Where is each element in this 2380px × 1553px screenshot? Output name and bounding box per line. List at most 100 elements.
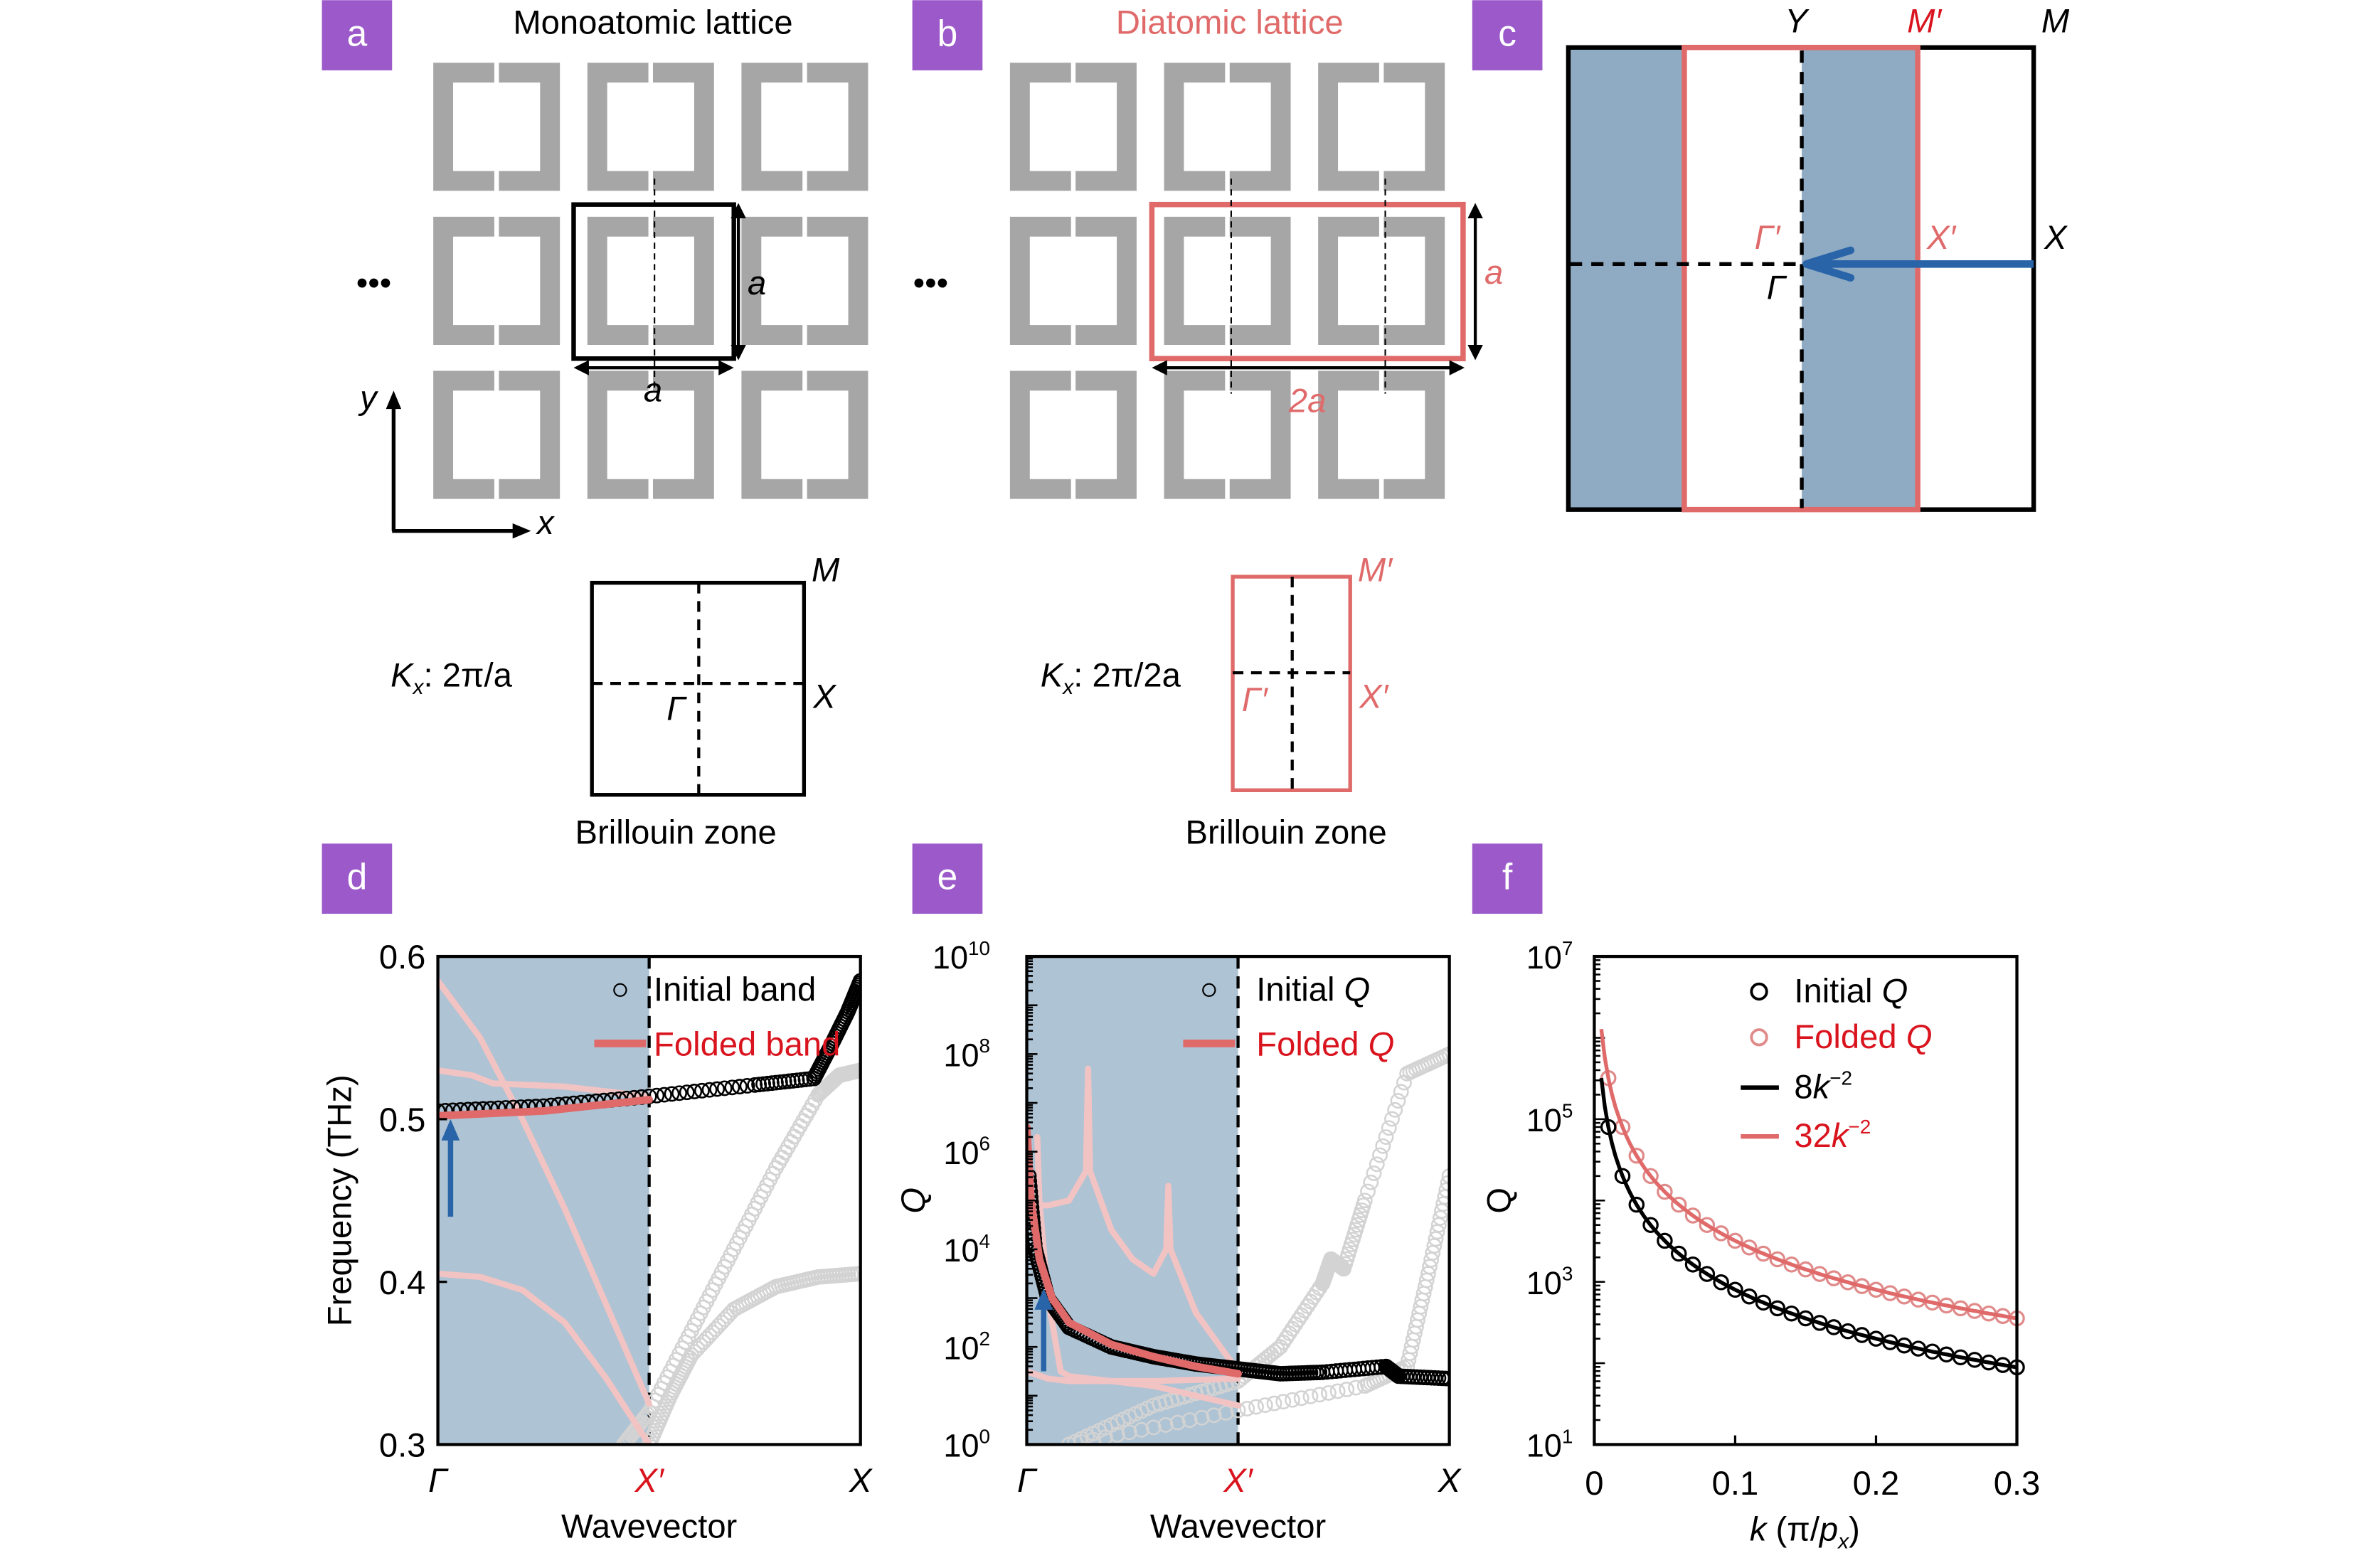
series-initial-q-other- bbox=[1061, 1046, 1450, 1445]
cell-gap-top bbox=[494, 364, 499, 393]
y-tick-label: 0.3 bbox=[379, 1426, 426, 1464]
data-point bbox=[1393, 1084, 1409, 1100]
data-point bbox=[1755, 1294, 1772, 1311]
coef: 8 bbox=[1794, 1068, 1812, 1106]
arrow-head bbox=[1034, 1288, 1053, 1310]
cell-gap-top bbox=[1071, 56, 1076, 85]
cell-inner bbox=[1338, 82, 1425, 171]
k: k bbox=[1813, 1068, 1832, 1106]
cell-inner bbox=[1184, 82, 1271, 171]
x-tick-label: 0.1 bbox=[1712, 1464, 1759, 1502]
plot-frame bbox=[436, 954, 862, 1446]
series-line-2 bbox=[437, 978, 652, 1407]
dim-b-vertical: a bbox=[1484, 253, 1503, 291]
cell-inner bbox=[1029, 390, 1117, 479]
q: Q bbox=[1882, 971, 1908, 1009]
data-point bbox=[1194, 1409, 1210, 1426]
data-point bbox=[1381, 1120, 1397, 1136]
bz-a-M: M bbox=[812, 550, 840, 588]
data-point bbox=[664, 1086, 680, 1102]
data-point bbox=[849, 979, 861, 996]
x-tick-label: Γ bbox=[428, 1461, 449, 1499]
data-point bbox=[1755, 1245, 1772, 1262]
y-tick-label: 1010 bbox=[933, 937, 990, 976]
dim-a-horizontal: a bbox=[644, 370, 662, 408]
data-point bbox=[649, 1087, 665, 1104]
svg-text:e: e bbox=[937, 856, 958, 897]
cell-gap-top bbox=[1071, 210, 1076, 238]
cell-gap-bottom bbox=[648, 323, 654, 347]
cell-inner bbox=[761, 82, 849, 171]
data-point bbox=[1628, 1196, 1645, 1213]
split-ring-cell bbox=[1009, 364, 1137, 501]
folding-arrow-icon bbox=[1802, 246, 2034, 282]
x-axis-label: Wavevector bbox=[1150, 1507, 1326, 1544]
data-point bbox=[1811, 1315, 1828, 1331]
data-point bbox=[1266, 1395, 1282, 1411]
split-ring-cell bbox=[1318, 210, 1445, 347]
bz-b-M: M′ bbox=[1358, 550, 1393, 588]
data-point bbox=[852, 973, 861, 989]
data-point bbox=[1713, 1225, 1729, 1242]
data-point bbox=[686, 1084, 703, 1099]
y-tick-label: 107 bbox=[1526, 937, 1573, 976]
data-point bbox=[1121, 1424, 1137, 1441]
data-point bbox=[1293, 1390, 1309, 1407]
svg-text:a: a bbox=[347, 13, 368, 54]
tick-exp: 5 bbox=[1562, 1100, 1573, 1122]
data-point bbox=[1684, 1207, 1701, 1224]
tick-base: 10 bbox=[933, 939, 968, 976]
cell-inner bbox=[1184, 390, 1271, 479]
y-tick-label: 104 bbox=[943, 1230, 990, 1269]
panel-b-title: Diatomic lattice bbox=[1116, 3, 1344, 41]
data-point bbox=[1339, 1382, 1355, 1397]
brillouin-zone-b bbox=[1231, 575, 1352, 792]
cell-gap-top bbox=[494, 56, 499, 85]
x-tick-label: Γ bbox=[1017, 1461, 1038, 1499]
exp: −2 bbox=[1829, 1067, 1852, 1089]
coef: 32 bbox=[1794, 1116, 1831, 1154]
cell-gap-top bbox=[802, 210, 807, 238]
cell-gap-top bbox=[1378, 364, 1384, 393]
legend-fit2-label: 32k−2 bbox=[1794, 1116, 1871, 1154]
split-ring-cell bbox=[587, 364, 714, 501]
cell-gap-top bbox=[494, 210, 499, 238]
legend-text: Folded bbox=[1256, 1025, 1368, 1063]
cell-gap-bottom bbox=[494, 323, 499, 347]
bz-a-X: X bbox=[812, 677, 836, 715]
monoatomic-lattice bbox=[433, 56, 868, 501]
cell-gap-top bbox=[1071, 364, 1076, 393]
data-point bbox=[1825, 1319, 1842, 1335]
x-tick-label: X′ bbox=[1223, 1461, 1253, 1499]
k: k bbox=[1832, 1116, 1850, 1154]
legend-initial-label: Initial Q bbox=[1794, 971, 1908, 1009]
panel-label-c: c bbox=[1472, 0, 1543, 70]
split-ring-cell bbox=[1318, 56, 1445, 193]
tick-exp: 0 bbox=[979, 1425, 991, 1447]
unit-cell-b bbox=[1149, 178, 1483, 394]
y-tick-label: 105 bbox=[1526, 1100, 1573, 1138]
data-point bbox=[1085, 1431, 1101, 1445]
cell-gap-bottom bbox=[802, 323, 807, 347]
legend-folded-label: Folded Q bbox=[1256, 1025, 1394, 1063]
arrow-head bbox=[441, 1119, 460, 1141]
data-point bbox=[1741, 1288, 1758, 1305]
data-point bbox=[1727, 1232, 1743, 1249]
svg-text:c: c bbox=[1498, 13, 1516, 54]
c-Gamma-prime: Γ′ bbox=[1755, 218, 1782, 256]
data-point bbox=[701, 1082, 718, 1098]
y-axis-label: Q bbox=[894, 1188, 932, 1214]
data-point bbox=[1285, 1392, 1300, 1408]
split-ring-cell bbox=[433, 364, 561, 501]
data-point bbox=[1248, 1399, 1264, 1415]
tick-exp: 3 bbox=[1562, 1263, 1573, 1285]
data-point bbox=[739, 1078, 755, 1094]
q: Q bbox=[1906, 1018, 1933, 1055]
data-point bbox=[1375, 1138, 1391, 1154]
data-point bbox=[1642, 1217, 1659, 1233]
data-point bbox=[1363, 1174, 1379, 1190]
data-point bbox=[1713, 1274, 1729, 1291]
panel-label-e: e bbox=[912, 843, 983, 914]
t: Folded bbox=[1794, 1018, 1906, 1055]
y-tick-label: 0.6 bbox=[379, 938, 426, 976]
